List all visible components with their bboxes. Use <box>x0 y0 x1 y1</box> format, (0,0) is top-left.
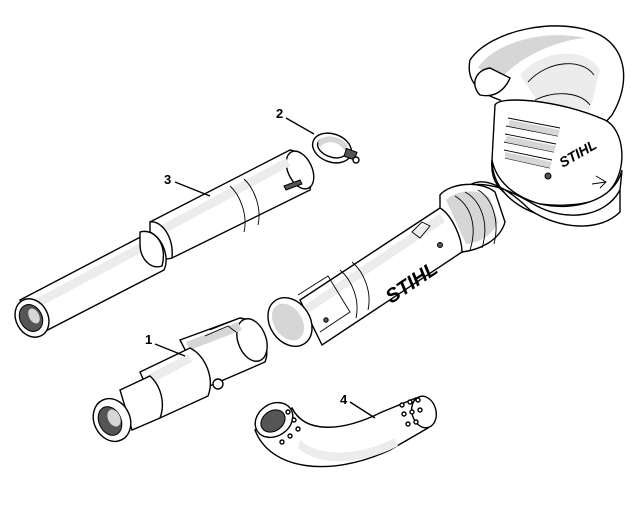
callout-3: 3 <box>164 172 171 187</box>
part-1-nozzle <box>92 317 268 443</box>
callout-1: 1 <box>145 332 152 347</box>
callout-2: 2 <box>276 106 283 121</box>
part-2-clamp <box>311 132 360 164</box>
nozzle-vent-holes <box>279 397 423 445</box>
part-4-curved-nozzle <box>254 395 438 468</box>
blower-main-tube: STIHL <box>267 183 506 347</box>
callout-4: 4 <box>340 392 348 407</box>
callout-leaders <box>154 117 376 419</box>
part-3-tube <box>14 149 315 338</box>
blower-housing: STIHL <box>468 25 625 227</box>
vent-slots <box>503 117 561 169</box>
